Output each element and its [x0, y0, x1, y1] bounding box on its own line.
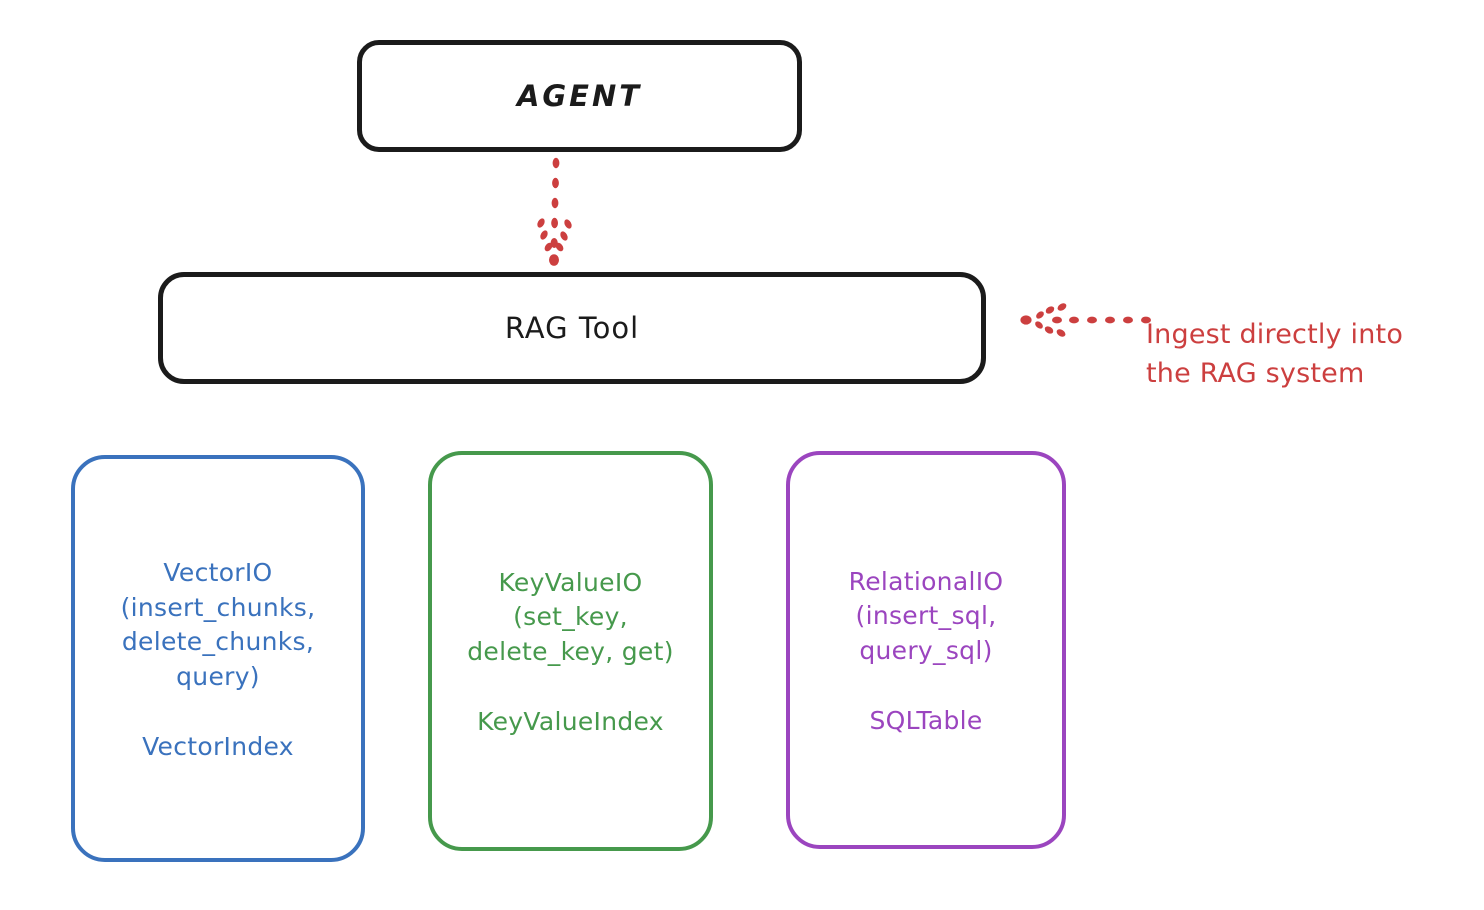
annotation-ingest: Ingest directly into the RAG system — [1146, 278, 1476, 393]
edge-agent-to-rag-tool-arrow — [537, 157, 572, 266]
annotation-ingest-text: Ingest directly into the RAG system — [1146, 319, 1404, 389]
edge-ingest-to-rag-tool-arrow — [1020, 303, 1151, 337]
node-rag-tool-label: RAG Tool — [504, 311, 640, 345]
node-vector-io-api: VectorIO (insert_chunks, delete_chunks, … — [120, 558, 316, 691]
node-relational-io[interactable]: RelationalIO (insert_sql, query_sql) SQL… — [786, 451, 1066, 849]
node-key-value-io[interactable]: KeyValueIO (set_key, delete_key, get) Ke… — [428, 451, 713, 851]
node-rag-tool[interactable]: RAG Tool — [158, 272, 986, 384]
node-vector-io[interactable]: VectorIO (insert_chunks, delete_chunks, … — [71, 455, 365, 862]
node-vector-io-index: VectorIndex — [142, 732, 294, 761]
node-key-value-io-index: KeyValueIndex — [477, 707, 664, 737]
node-key-value-io-api: KeyValueIO (set_key, delete_key, get) — [467, 567, 674, 666]
node-agent-label: AGENT — [516, 79, 643, 113]
node-agent[interactable]: AGENT — [357, 40, 802, 152]
node-relational-io-api: RelationalIO (insert_sql, query_sql) — [848, 566, 1004, 665]
node-relational-io-index: SQLTable — [869, 706, 983, 736]
